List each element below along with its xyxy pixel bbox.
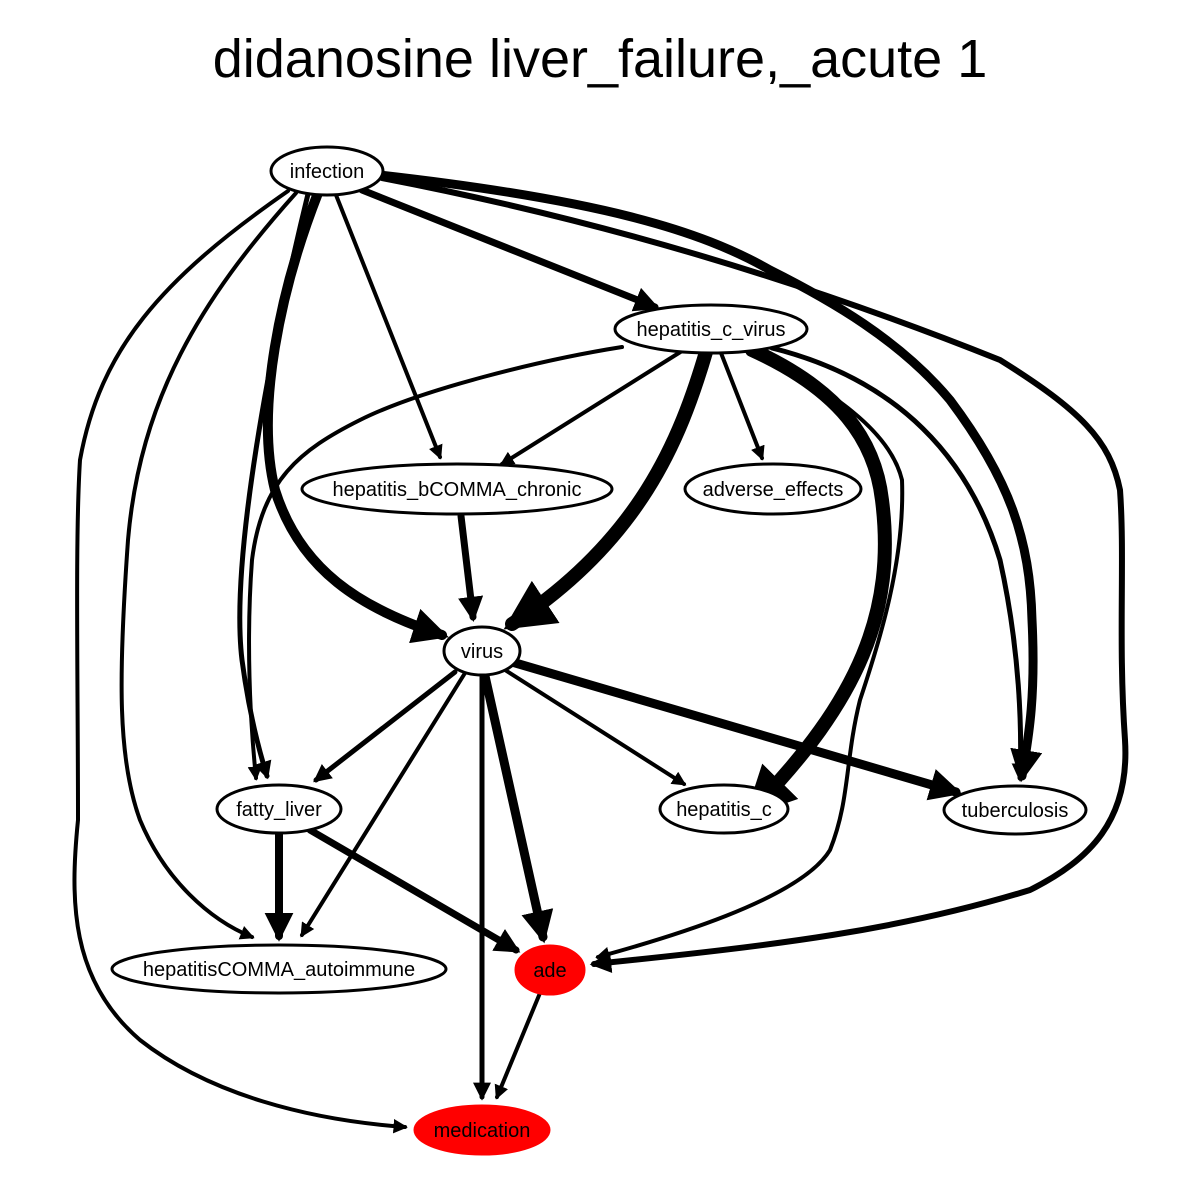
node-shape-infection bbox=[269, 145, 385, 197]
edge-hepatitis_c_virus-to-virus bbox=[503, 345, 713, 631]
node-shape-hepatitis_autoimmune bbox=[110, 943, 448, 995]
node-shape-tuberculosis bbox=[942, 784, 1088, 836]
edge-hepatitis_c_virus-to-hepatitis_b_chronic bbox=[499, 349, 684, 466]
node-ade: ade bbox=[514, 944, 586, 996]
edge-infection-to-hepatitis_b_chronic bbox=[334, 193, 443, 460]
node-hepatitis_autoimmune: hepatitisCOMMA_autoimmune bbox=[110, 943, 448, 995]
node-label-adverse_effects: adverse_effects bbox=[703, 479, 844, 501]
node-shape-ade bbox=[514, 944, 586, 996]
node-label-hepatitis_b_chronic: hepatitis_bCOMMA_chronic bbox=[333, 479, 582, 501]
edge-hepatitis_c_virus-to-fatty_liver bbox=[247, 345, 624, 781]
node-hepatitis_c: hepatitis_c bbox=[658, 783, 790, 835]
node-shape-medication bbox=[413, 1104, 551, 1156]
node-shape-virus bbox=[442, 625, 522, 677]
edge-infection-to-hepatitis_c_virus bbox=[358, 186, 660, 312]
edges bbox=[72, 170, 1129, 1134]
edge-virus-to-fatty_liver bbox=[313, 669, 458, 783]
node-tuberculosis: tuberculosis bbox=[942, 784, 1088, 836]
node-hepatitis_b_chronic: hepatitis_bCOMMA_chronic bbox=[300, 462, 614, 516]
edge-hepatitis_c_virus-to-tuberculosis bbox=[769, 345, 1030, 782]
edge-virus-to-ade bbox=[480, 671, 554, 944]
node-shape-hepatitis_c bbox=[658, 783, 790, 835]
edge-ade-to-medication bbox=[494, 991, 542, 1100]
node-label-ade: ade bbox=[533, 960, 566, 982]
edge-hepatitis_c_virus-to-ade bbox=[595, 350, 905, 961]
node-adverse_effects: adverse_effects bbox=[683, 462, 863, 516]
node-label-infection: infection bbox=[290, 161, 365, 183]
node-shape-hepatitis_c_virus bbox=[613, 303, 809, 355]
node-label-virus: virus bbox=[461, 641, 503, 663]
edge-hepatitis_c_virus-to-hepatitis_c bbox=[744, 343, 892, 818]
edge-infection-to-ade bbox=[379, 175, 1129, 973]
node-fatty_liver: fatty_liver bbox=[215, 783, 343, 835]
node-label-tuberculosis: tuberculosis bbox=[962, 800, 1069, 822]
node-hepatitis_c_virus: hepatitis_c_virus bbox=[613, 303, 809, 355]
node-label-hepatitis_c_virus: hepatitis_c_virus bbox=[637, 319, 786, 341]
node-label-fatty_liver: fatty_liver bbox=[236, 799, 322, 821]
node-label-hepatitis_c: hepatitis_c bbox=[676, 799, 772, 821]
edge-hepatitis_b_chronic-to-virus bbox=[457, 512, 484, 623]
node-shape-fatty_liver bbox=[215, 783, 343, 835]
node-label-hepatitis_autoimmune: hepatitisCOMMA_autoimmune bbox=[143, 959, 415, 981]
nodes: infection hepatitis_c_virus hepatitis_bCOM… bbox=[110, 145, 1088, 1156]
diagram-title: didanosine liver_failure,_acute 1 bbox=[212, 29, 988, 89]
edge-virus-to-tuberculosis bbox=[507, 657, 963, 801]
edge-infection-to-tuberculosis bbox=[375, 170, 1043, 783]
edge-virus-to-hepatitis_autoimmune bbox=[300, 671, 467, 938]
edge-infection-to-hepatitis_autoimmune bbox=[119, 191, 298, 940]
node-infection: infection bbox=[269, 145, 385, 197]
node-medication: medication bbox=[413, 1104, 551, 1156]
edge-hepatitis_c_virus-to-adverse_effects bbox=[719, 351, 765, 461]
node-label-medication: medication bbox=[434, 1120, 531, 1142]
edge-virus-to-hepatitis_c bbox=[503, 668, 687, 786]
edge-infection-to-medication bbox=[72, 189, 408, 1134]
edge-infection-to-fatty_liver bbox=[237, 191, 311, 780]
node-virus: virus bbox=[442, 625, 522, 677]
edge-fatty_liver-to-ade bbox=[306, 826, 521, 954]
node-shape-hepatitis_b_chronic bbox=[300, 462, 614, 516]
node-shape-adverse_effects bbox=[683, 462, 863, 516]
